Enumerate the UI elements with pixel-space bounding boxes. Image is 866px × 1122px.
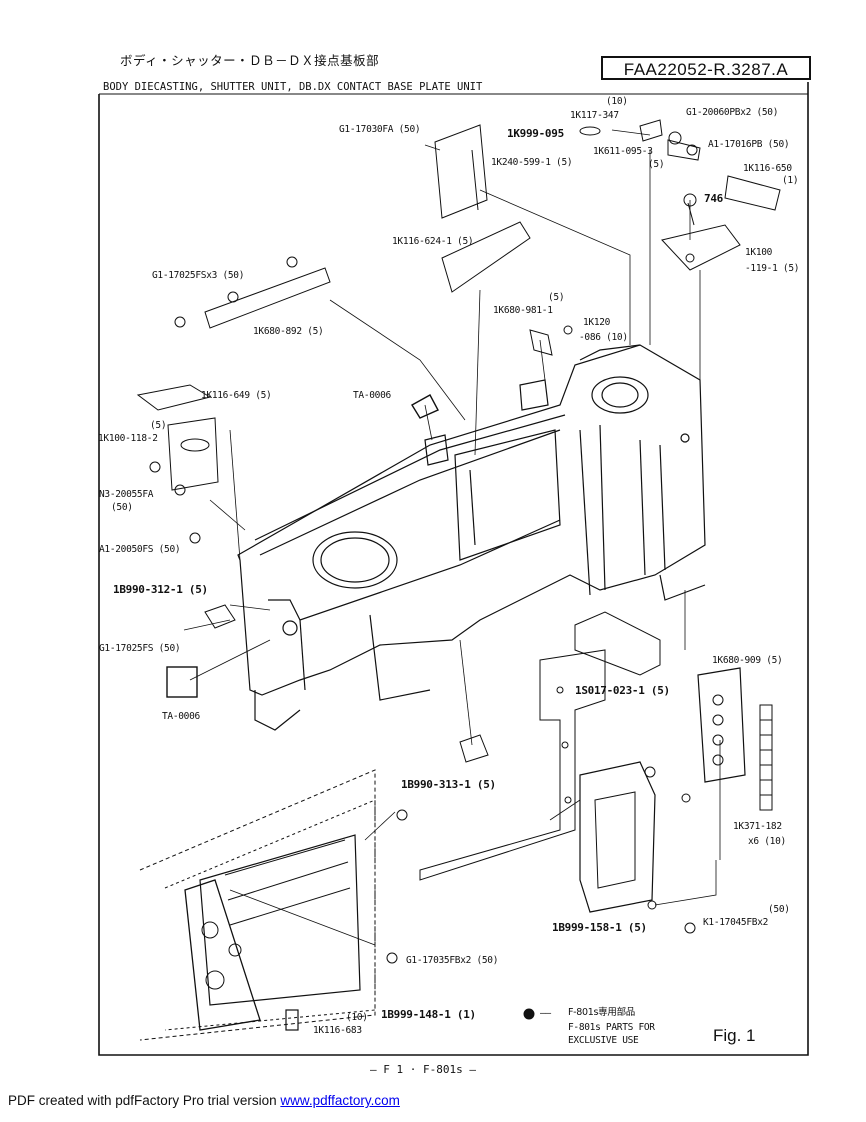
part-label: TA-0006 <box>162 711 200 722</box>
part-label: 1K100 <box>745 247 773 258</box>
part-label: G1-17030FA (50) <box>339 124 421 135</box>
part-label: (50) <box>111 502 133 513</box>
part-label: G1-17025FS (50) <box>99 643 181 654</box>
dx-contact-holder-part <box>697 667 773 811</box>
part-label: G1-20060PBx2 (50) <box>686 107 779 118</box>
pdf-footer: PDF created with pdfFactory Pro trial ve… <box>8 1093 400 1108</box>
legend-screw-icon <box>523 1008 535 1020</box>
diagram-frame <box>98 82 809 1056</box>
part-label: 1K116-624-1 (5) <box>392 236 474 247</box>
small-parts-top <box>136 119 781 544</box>
part-label: 1K999-095 <box>507 127 564 140</box>
part-label: 1K116-683 <box>313 1025 362 1036</box>
part-label: (10) <box>346 1012 368 1023</box>
part-label: 1K611-095-3 <box>593 146 653 157</box>
part-label: G1-17035FBx2 (50) <box>406 955 499 966</box>
part-label: (5) <box>648 159 665 170</box>
part-label: A1-17016PB (50) <box>708 139 790 150</box>
part-label: 1K120 <box>583 317 611 328</box>
legend-dash: —— <box>540 1008 551 1019</box>
part-label: 1S017-023-1 (5) <box>575 684 670 697</box>
part-label: (50) <box>768 904 790 915</box>
part-label: x6 (10) <box>748 836 786 847</box>
part-label: A1-20050FS (50) <box>99 544 181 555</box>
part-label: 1K680-892 (5) <box>253 326 324 337</box>
header-title-japanese: ボディ・シャッター・ＤＢ－ＤＸ接点基板部 <box>120 53 380 68</box>
db-dx-contact-base-plate <box>419 611 661 881</box>
part-label: 1K116-649 (5) <box>201 390 272 401</box>
page-number: — F 1 · F-801s — <box>370 1063 476 1076</box>
part-label: 1K116-650 <box>743 163 792 174</box>
legend-line-english-1: F-801s PARTS FOR <box>568 1022 655 1033</box>
part-label: 1B999-148-1 (1) <box>381 1008 476 1021</box>
part-label: K1-17045FBx2 <box>703 917 769 928</box>
document-number-box: FAA22052-R.3287.A <box>601 56 811 80</box>
part-label: 1K680-909 (5) <box>712 655 783 666</box>
part-label: -119-1 (5) <box>745 263 800 274</box>
part-label: 1B999-158-1 (5) <box>552 921 647 934</box>
part-label: TA-0006 <box>353 390 391 401</box>
body-diecasting-part <box>237 344 706 731</box>
part-label: 746 <box>704 192 723 205</box>
part-label: (5) <box>548 292 565 303</box>
part-label: N3-20055FA <box>99 489 154 500</box>
shutter-unit-part <box>139 769 408 1041</box>
part-label: 1B990-312-1 (5) <box>113 583 208 596</box>
part-label: (1) <box>782 175 799 186</box>
part-label: 1K240-599-1 (5) <box>491 157 573 168</box>
figure-label: Fig. 1 <box>713 1026 756 1045</box>
footer-text: PDF created with pdfFactory Pro trial ve… <box>8 1093 281 1108</box>
part-label: (10) <box>606 96 628 107</box>
legend-line-english-2: EXCLUSIVE USE <box>568 1035 639 1046</box>
part-label: 1K117-347 <box>570 110 619 121</box>
part-label: 1B990-313-1 (5) <box>401 778 496 791</box>
part-label: 1K371-182 <box>733 821 782 832</box>
legend-line-japanese: F-801s専用部品 <box>568 1007 635 1018</box>
footer-link[interactable]: www.pdffactory.com <box>280 1093 400 1108</box>
header-title-english: BODY DIECASTING, SHUTTER UNIT, DB.DX CON… <box>103 81 483 93</box>
part-label: 1K680-981-1 <box>493 305 553 316</box>
part-label: -086 (10) <box>579 332 628 343</box>
db-holder-part <box>579 761 696 934</box>
part-label: 1K100-118-2 <box>98 433 158 444</box>
leader-lines <box>183 129 721 946</box>
contact-springs <box>166 604 489 763</box>
part-label: G1-17025FSx3 (50) <box>152 270 245 281</box>
part-label: (5) <box>150 420 167 431</box>
